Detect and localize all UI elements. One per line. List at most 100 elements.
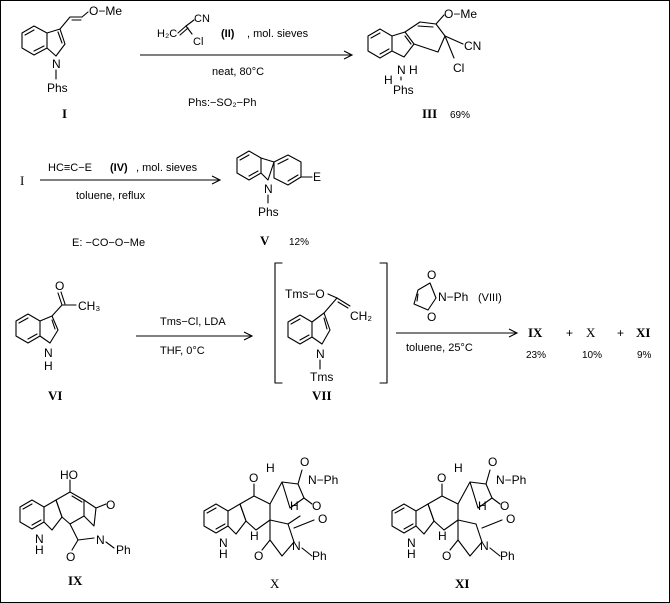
label-otms-VII: Tms−O — [285, 287, 325, 301]
plus-1: + — [566, 326, 573, 340]
label-o-VI: O — [55, 279, 64, 293]
label-ph-IX: Ph — [116, 543, 131, 557]
bracket-right — [379, 262, 388, 384]
label-o-right-XI: O — [506, 512, 515, 526]
compound-label-V: V — [260, 233, 270, 248]
label-nh-h-XI: H — [407, 547, 416, 561]
label-ph-X: Ph — [312, 549, 327, 563]
structure-label-XI: XI — [455, 576, 469, 591]
label-h-bottom-XI: H — [438, 529, 447, 543]
label-cn-III: CN — [464, 39, 481, 53]
label-o-ketone-XI: O — [437, 471, 446, 485]
bracket-left — [274, 262, 283, 384]
label-n-III: N — [397, 63, 406, 77]
label-h-mid-X: H — [290, 499, 299, 513]
reagent-alkyne: HC≡C−E — [48, 162, 92, 174]
label-ho-IX: HO — [60, 468, 78, 482]
label-o-mid-XI: O — [500, 499, 509, 513]
compound-VI: O CH₃ N H VI — [15, 279, 100, 403]
label-nh-h-X: H — [219, 547, 228, 561]
structure-XI: O O N−Ph O H H O N Ph O H N H XI — [391, 455, 526, 591]
label-nph-X: N−Ph — [308, 473, 338, 487]
label-h-top-XI: H — [454, 461, 463, 475]
step1-conditions: THF, 0°C — [160, 345, 205, 357]
label-o-bottom-X: O — [254, 549, 263, 563]
phs-abbreviation: Phs:−SO₂−Ph — [188, 97, 256, 109]
label-n-VI: N — [44, 346, 53, 360]
structure-label-IX: IX — [68, 573, 83, 588]
label-n-IX: N — [96, 533, 105, 547]
arrow-2 — [40, 175, 222, 185]
compound-VII: Tms−O CH₂ N Tms VII — [274, 262, 388, 403]
label-ch2-VII: CH₂ — [350, 309, 372, 323]
label-n-VII: N — [316, 347, 325, 361]
plus-2: + — [617, 326, 624, 340]
compound-V: E N Phs V 12% — [236, 150, 321, 248]
label-phs: Phs — [47, 81, 68, 95]
compound-label-III: III — [422, 106, 437, 121]
compound-III: O−Me CN Cl N H H Phs III 69% — [367, 7, 481, 121]
arrow-4 — [396, 328, 519, 338]
arrow-3 — [136, 331, 254, 341]
label-o-top-XI: O — [488, 455, 497, 469]
reagent-II: H₂C CN Cl (II) , mol. sieves — [157, 13, 309, 48]
label-o-ketone-X: O — [249, 471, 258, 485]
ring-maleimide — [413, 282, 437, 311]
structure-X: O O N−Ph O H H O N Ph O H N H X — [203, 455, 338, 591]
yield-V: 12% — [289, 237, 309, 248]
product-yield-XI: 9% — [637, 350, 652, 361]
reagent-h2c: H₂C — [157, 28, 177, 40]
reagent-tail-IV: , mol. sieves — [136, 162, 198, 174]
label-ome-III: O−Me — [444, 7, 477, 21]
product-yield-IX: 23% — [526, 350, 546, 361]
ring-center — [427, 495, 459, 531]
label-phs-III: Phs — [393, 83, 414, 97]
step1-reagents: Tms−Cl, LDA — [160, 316, 226, 328]
label-ph-XI: Ph — [500, 549, 515, 563]
label-n-X: N — [292, 539, 301, 553]
conditions-2: toluene, reflux — [76, 190, 146, 202]
yield-III: 69% — [450, 110, 470, 121]
label-o1-IX: O — [106, 498, 115, 512]
start-label-I: I — [20, 173, 24, 188]
label-nh-h-III: H — [384, 73, 393, 87]
label-n: N — [52, 57, 61, 71]
label-n-XI: N — [480, 539, 489, 553]
tag-VIII: (VIII) — [478, 292, 502, 304]
reagent-cl: Cl — [193, 36, 203, 48]
label-e-V: E — [313, 170, 321, 184]
arrow-1 — [140, 50, 354, 60]
label-h-bottom-X: H — [250, 529, 259, 543]
reagent-tail: , mol. sieves — [247, 28, 309, 40]
conditions-1: neat, 80°C — [212, 66, 264, 78]
e-definition: E: −CO−O−Me — [72, 237, 145, 249]
product-yield-X: 10% — [582, 350, 602, 361]
label-h-III: H — [409, 63, 418, 77]
reagent-tag-IV: (IV) — [110, 162, 128, 174]
ring-center — [239, 495, 271, 531]
label-o2-IX: O — [66, 550, 75, 564]
label-nh-n-IX: N — [35, 532, 44, 546]
label-o-top-X: O — [300, 455, 309, 469]
label-nph-XI: N−Ph — [496, 473, 526, 487]
compound-VIII: O O N−Ph (VIII) — [413, 268, 502, 324]
label-o-bottom-VIII: O — [427, 310, 436, 324]
compound-label-I: I — [62, 106, 67, 121]
label-phs-V: Phs — [258, 205, 279, 219]
label-ch3-VI: CH₃ — [78, 299, 100, 313]
product-label-XI: XI — [636, 325, 650, 340]
label-cl-III: Cl — [453, 61, 464, 75]
label-o-right-X: O — [318, 512, 327, 526]
label-nh-h-IX: H — [35, 543, 44, 557]
structure-IX: HO O O N Ph N H IX — [19, 468, 131, 588]
label-o-bottom-XI: O — [442, 549, 451, 563]
label-o-top-VIII: O — [427, 268, 436, 282]
label-h-mid-XI: H — [478, 499, 487, 513]
reagent-IV: HC≡C−E (IV) , mol. sieves — [48, 162, 198, 174]
label-tms-VII: Tms — [310, 370, 333, 384]
compound-label-VII: VII — [312, 388, 332, 403]
label-nh-n-X: N — [219, 536, 228, 550]
compound-label-VI: VI — [48, 388, 62, 403]
